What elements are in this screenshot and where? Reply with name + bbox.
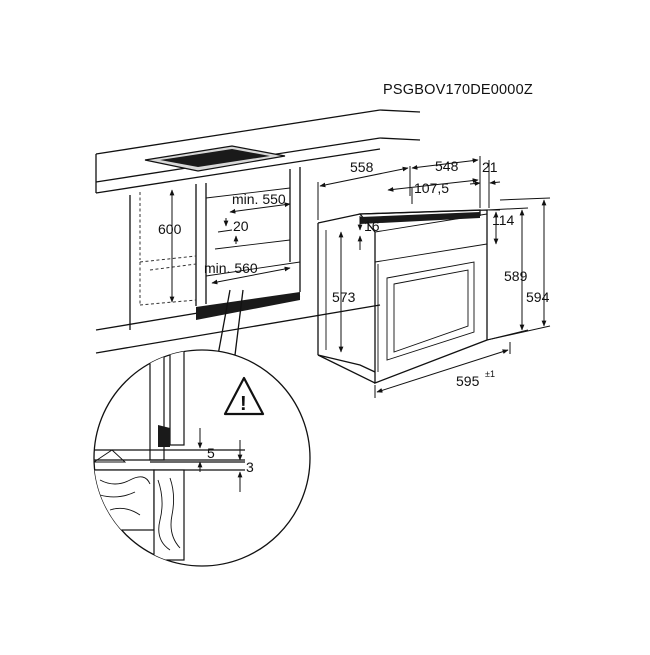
front-offset-label: 107,5 — [414, 180, 449, 196]
width-tolerance-label: ±1 — [485, 369, 495, 379]
depth-total-label: 548 — [435, 158, 459, 174]
warning-icon: ! — [223, 376, 265, 416]
dim-min-550: min. 550 — [229, 191, 291, 214]
cooktop — [144, 145, 286, 172]
dim-min-560: min. 560 — [204, 260, 291, 285]
top-gap-label: 16 — [364, 218, 380, 234]
dim-width-595: 595 ±1 — [374, 342, 511, 398]
dim-gap-20: 20 — [217, 218, 249, 244]
model-code: PSGBOV170DE0000Z — [383, 82, 533, 98]
dim-panel-114: 114 — [489, 209, 515, 245]
total-height-label: 594 — [526, 289, 550, 305]
ventilation-strip — [196, 292, 300, 320]
dim-top-gap-16: 16 — [357, 216, 380, 250]
panel-height-label: 114 — [492, 212, 515, 228]
detail-gap-bottom-label: 3 — [246, 459, 254, 475]
dim-front-offset: 107,5 — [387, 178, 479, 204]
dim-door-21: 21 — [469, 159, 501, 208]
cabinet-height-label: 600 — [158, 221, 182, 237]
detail-gap-top-label: 5 — [207, 445, 215, 461]
dim-body-573: 573 — [332, 231, 356, 353]
dim-detail-5: 5 — [197, 428, 215, 472]
width-label: 595 — [456, 373, 480, 389]
warning-symbol: ! — [240, 393, 247, 415]
front-height-label: 589 — [504, 268, 528, 284]
body-height-label: 573 — [332, 289, 356, 305]
gap-label: 20 — [233, 218, 249, 234]
cabinet — [95, 167, 381, 354]
depth-label: 558 — [350, 159, 374, 175]
dim-total-594: 594 — [486, 197, 551, 341]
min-width-top-label: min. 550 — [232, 191, 286, 207]
detail-callout — [217, 289, 244, 356]
dim-detail-3: 3 — [237, 440, 254, 492]
detail-circle — [93, 349, 311, 567]
dim-cabinet-height: 600 — [158, 189, 182, 303]
door-label: 21 — [482, 159, 498, 175]
min-width-bottom-label: min. 560 — [204, 260, 258, 276]
